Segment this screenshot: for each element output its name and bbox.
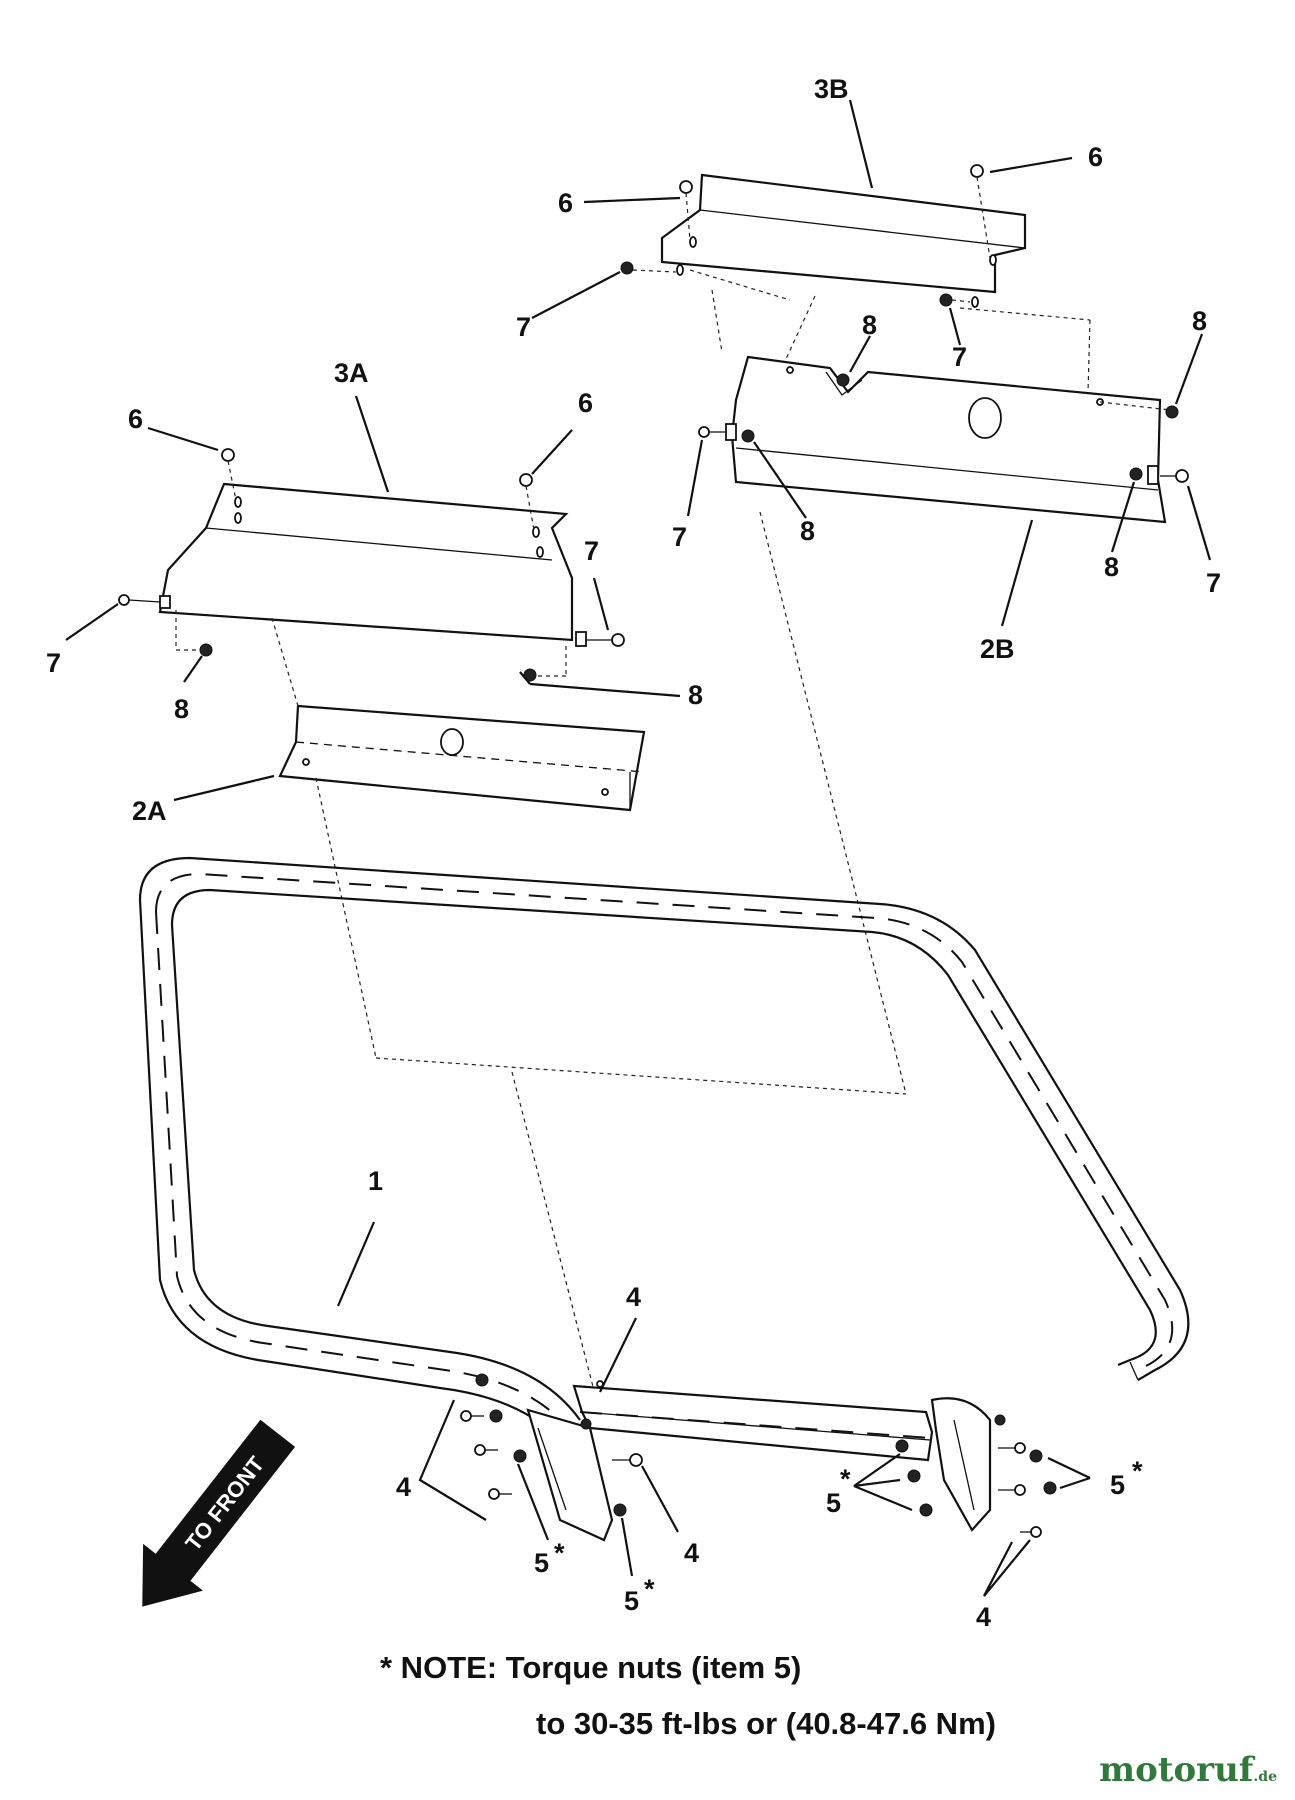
callout-3b: 3B: [814, 74, 849, 104]
callout-4: 4: [976, 1602, 991, 1632]
nut-8-2b-left: [741, 429, 755, 443]
callout-4: 4: [396, 1472, 411, 1502]
callout-8: 8: [862, 310, 877, 340]
watermark-logo: motoruf.de: [1099, 1750, 1277, 1790]
callout-7: 7: [46, 648, 61, 678]
part-1-frame: [138, 856, 1190, 1542]
nut-8-3a-left: [199, 643, 213, 657]
callout-5-star: *: [840, 1464, 851, 1494]
nut-7-3b-right: [939, 293, 953, 307]
callout-5: 5: [624, 1586, 639, 1616]
part-3b: [620, 164, 1027, 308]
callout-3a: 3A: [334, 358, 369, 388]
callout-5-star: *: [554, 1538, 565, 1568]
bolt-7-2b-left: [698, 426, 710, 438]
callout-5: 5: [826, 1488, 841, 1518]
part-2a: [278, 704, 646, 812]
bolt-7-3a-left: [118, 594, 130, 606]
callout-8: 8: [1104, 552, 1119, 582]
part-3a: [118, 448, 625, 682]
callout-6: 6: [1088, 142, 1103, 172]
nut-8-2b-right: [1165, 405, 1179, 419]
nut-8-3a-right: [523, 668, 537, 682]
bolt-7-3a-right: [611, 633, 625, 647]
hole-2a: [440, 728, 464, 756]
callout-7: 7: [672, 522, 687, 552]
callout-6: 6: [128, 404, 143, 434]
watermark-tld: .de: [1253, 1769, 1277, 1785]
bolt-6-3a-left: [221, 448, 235, 462]
callout-6: 6: [558, 188, 573, 218]
callout-7: 7: [1206, 568, 1221, 598]
callout-8: 8: [174, 694, 189, 724]
torque-note-line1: * NOTE: Torque nuts (item 5): [380, 1650, 802, 1685]
leader-lines: [65, 99, 1212, 1597]
nut-8-2b-right-lower: [1129, 467, 1143, 481]
callout-8: 8: [800, 516, 815, 546]
callout-5-star: *: [644, 1574, 655, 1604]
bolt-7-2b-right: [1175, 469, 1189, 483]
bolt-6-3b-left: [679, 180, 693, 241]
callout-6: 6: [578, 388, 593, 418]
callout-2b: 2B: [980, 634, 1015, 664]
callout-8: 8: [688, 680, 703, 710]
bolt-6-3a-right: [519, 473, 533, 487]
bolt-6-3b-right: [970, 164, 991, 259]
hardware-left: [460, 1409, 643, 1517]
callout-5: 5: [534, 1548, 549, 1578]
nut-7-3b-left: [620, 261, 634, 275]
callout-4: 4: [626, 1282, 641, 1312]
to-front-arrow: TO FRONT: [142, 1419, 296, 1607]
hardware-right: [895, 1414, 1057, 1538]
torque-note-line2: to 30-35 ft-lbs or (40.8-47.6 Nm): [536, 1706, 996, 1741]
callout-labels: 3B 6 6 7 7 8 8 2B 7 8 8 7 3A 6 6 7 7 8 8…: [46, 74, 1221, 1632]
callout-7: 7: [516, 312, 531, 342]
callout-7: 7: [952, 342, 967, 372]
callout-4: 4: [684, 1538, 699, 1568]
callout-1: 1: [368, 1166, 383, 1196]
callout-8: 8: [1192, 306, 1207, 336]
hole-2b: [968, 397, 1002, 439]
callout-7: 7: [584, 536, 599, 566]
nut-8-2b-center: [836, 373, 850, 387]
watermark-brand: motoruf: [1099, 1750, 1254, 1790]
callout-5-star: *: [1132, 1456, 1143, 1486]
callout-5: 5: [1110, 1470, 1125, 1500]
callout-2a: 2A: [132, 796, 167, 826]
part-2b: [698, 355, 1189, 524]
